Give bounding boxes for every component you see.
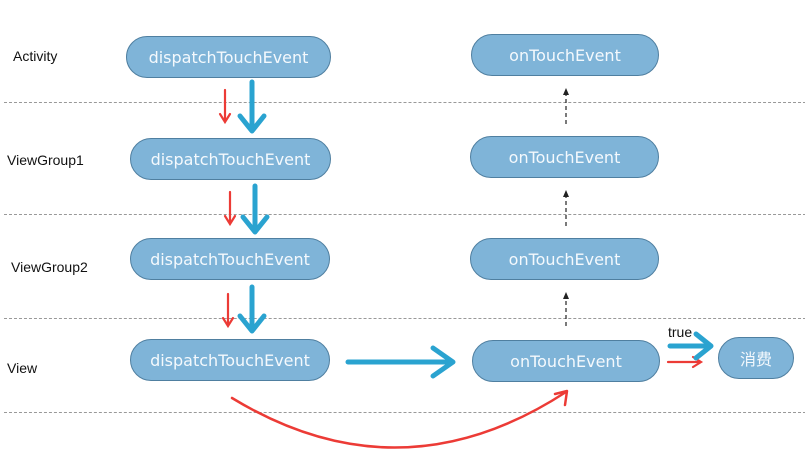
dispatch-node-activity: dispatchTouchEvent	[126, 36, 331, 78]
blue-down-arrow-2	[240, 183, 270, 235]
red-right-arrow-to-consume	[666, 355, 704, 369]
ontouch-node-label: onTouchEvent	[510, 351, 622, 371]
dispatch-node-label: dispatchTouchEvent	[150, 149, 311, 169]
dispatch-node-viewgroup1: dispatchTouchEvent	[130, 138, 331, 180]
dashed-up-arrow-2	[563, 190, 569, 226]
red-down-arrow-1	[218, 88, 232, 125]
blue-down-arrow-1	[237, 79, 267, 134]
dispatch-node-label: dispatchTouchEvent	[150, 350, 310, 370]
dispatch-node-viewgroup2: dispatchTouchEvent	[130, 238, 330, 280]
ontouch-node-view: onTouchEvent	[472, 340, 660, 382]
blue-down-arrow-3	[237, 284, 267, 334]
ontouch-node-viewgroup1: onTouchEvent	[470, 136, 659, 178]
ontouch-node-viewgroup2: onTouchEvent	[470, 238, 659, 280]
ontouch-node-label: onTouchEvent	[509, 45, 621, 65]
dispatch-node-label: dispatchTouchEvent	[148, 47, 309, 67]
layer-divider	[4, 318, 805, 319]
layer-divider	[4, 214, 805, 215]
layer-label-viewgroup1: ViewGroup1	[7, 152, 84, 168]
ontouch-node-activity: onTouchEvent	[471, 34, 659, 76]
dashed-up-arrow-3	[563, 88, 569, 124]
dispatch-node-label: dispatchTouchEvent	[150, 249, 310, 269]
layer-divider	[4, 102, 805, 103]
red-down-arrow-3	[221, 292, 235, 329]
red-down-arrow-2	[223, 190, 237, 227]
layer-divider	[4, 412, 805, 413]
layer-label-view: View	[7, 360, 38, 376]
ontouch-node-label: onTouchEvent	[508, 147, 621, 167]
layer-label-activity: Activity	[13, 48, 58, 64]
true-label: true	[668, 324, 693, 340]
consume-node-label: 消费	[739, 350, 772, 369]
consume-node: 消费	[718, 337, 794, 379]
red-curved-arrow-dispatch-to-ontouch	[230, 389, 569, 449]
blue-right-arrow-dispatch-to-ontouch	[345, 345, 456, 379]
dashed-up-arrow-1	[563, 292, 569, 326]
layer-label-viewgroup2: ViewGroup2	[11, 259, 88, 275]
ontouch-node-label: onTouchEvent	[508, 249, 621, 269]
dispatch-node-view: dispatchTouchEvent	[130, 339, 330, 381]
